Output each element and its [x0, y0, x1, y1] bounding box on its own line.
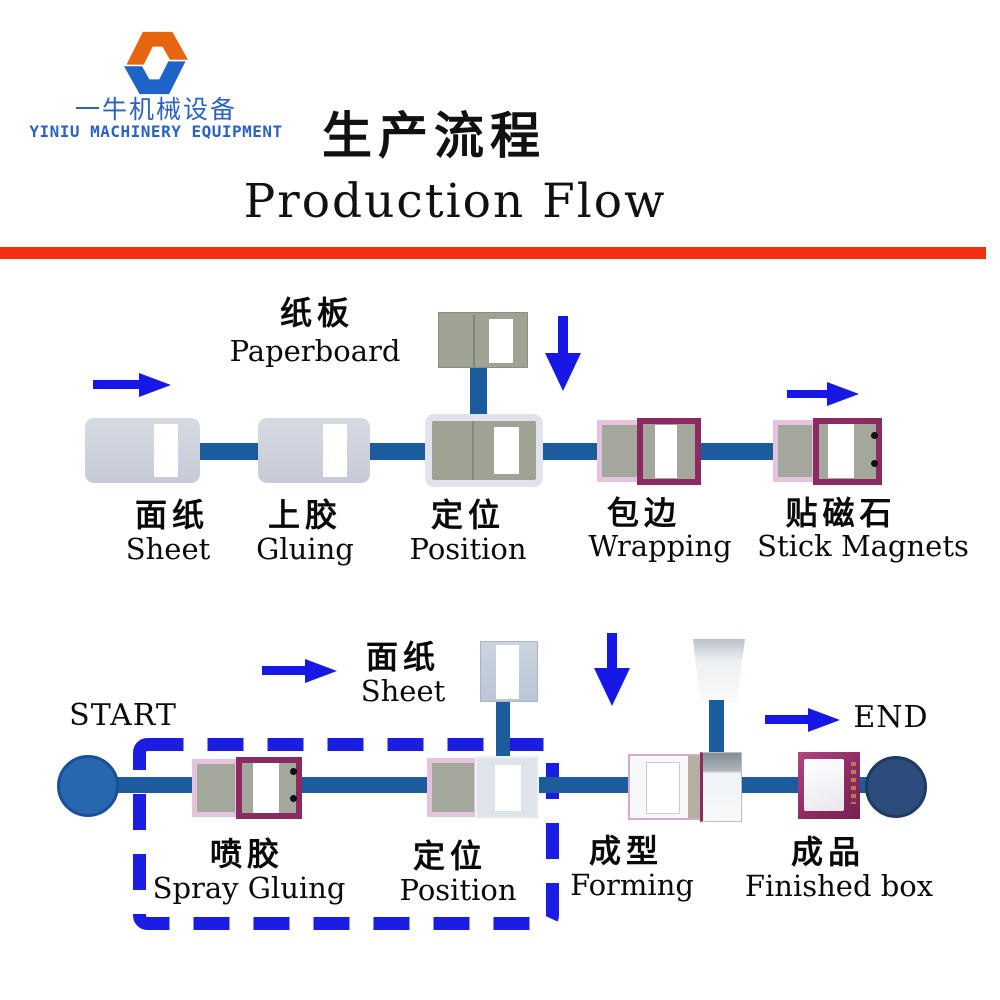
machine-wrapping: [597, 418, 701, 485]
header-divider-bar: [0, 247, 986, 259]
station-label-cn: 成品: [790, 833, 866, 871]
magnet-dot: [290, 768, 297, 775]
station-label-en: Sheet: [125, 532, 211, 566]
magnet-dot: [871, 432, 878, 439]
machine-sheet: [85, 418, 200, 483]
machine-window: [646, 762, 680, 814]
start-label: START: [69, 698, 177, 733]
machine-window: [154, 424, 178, 477]
machine-paperboard-feeder: [438, 312, 528, 368]
machine-seam: [473, 315, 475, 367]
machine-position-row2: [427, 756, 539, 819]
machine-window: [489, 319, 513, 363]
station-label-en: Position: [399, 873, 517, 907]
station-label-cn: 定位: [412, 837, 488, 875]
station-label-en: Position: [409, 532, 527, 566]
machine-pink-frame: [192, 759, 240, 817]
magnet-dot: [290, 795, 297, 802]
station-label-cn: 上胶: [267, 496, 343, 534]
feed-label-en-sheet: Sheet: [360, 674, 446, 708]
logo-company-name-en: YINIU MACHINERY EQUIPMENT: [29, 122, 283, 141]
machine-seam: [472, 421, 474, 480]
yiniu-logo-icon: [124, 31, 188, 95]
station-label-cn: 喷胶: [209, 835, 285, 873]
station-label-en: Spray Gluing: [152, 871, 346, 905]
station-label-en: Finished box: [744, 869, 934, 903]
machine-window: [495, 765, 521, 811]
station-label-cn: 定位: [430, 496, 506, 534]
machine-window: [253, 763, 279, 813]
machine-window: [494, 427, 519, 474]
machine-finished-box: [798, 752, 860, 819]
connector-paperboard-down: [470, 364, 487, 424]
station-label-cn: 成型: [588, 832, 664, 870]
machine-window: [655, 425, 677, 478]
page-title-en: Production Flow: [243, 174, 667, 229]
page-title-cn: 生产流程: [322, 106, 546, 165]
start-node: [57, 755, 119, 817]
forming-hopper: [693, 639, 745, 703]
connector-sheet-down: [496, 700, 510, 760]
machine-stick-magnets: [773, 418, 882, 485]
feed-label-cn-paperboard: 纸板: [279, 294, 355, 332]
machine-white-frame: [475, 756, 539, 819]
machine-spray-gluing: [192, 757, 302, 819]
machine-white-body: [628, 754, 702, 820]
station-label-cn: 面纸: [134, 496, 210, 534]
station-label-en: Forming: [570, 868, 694, 902]
finished-box-lid: [804, 759, 844, 811]
machine-forming: [628, 752, 742, 822]
feed-label-en-paperboard: Paperboard: [229, 334, 401, 368]
magnet-dot: [871, 460, 878, 467]
machine-window: [828, 424, 854, 478]
feed-label-cn-sheet: 面纸: [365, 638, 441, 676]
end-node: [865, 756, 927, 818]
connector-hopper-down: [709, 700, 724, 758]
station-label-en: Stick Magnets: [757, 529, 969, 563]
machine-window: [323, 424, 347, 477]
machine-window: [496, 645, 519, 699]
machine-sheet-feeder: [480, 641, 538, 702]
machine-side-panel: [688, 756, 700, 818]
end-label: END: [853, 700, 929, 735]
machine-gluing: [258, 418, 370, 483]
finished-box-print: [851, 762, 856, 804]
station-label-en: Gluing: [256, 532, 354, 566]
machine-maroon-frame: [236, 757, 302, 819]
logo-company-name-cn: 一牛机械设备: [74, 95, 238, 124]
machine-pink-frame: [597, 420, 643, 482]
machine-pink-frame: [427, 758, 479, 817]
station-label-cn: 包边: [606, 494, 682, 532]
open-box: [700, 752, 742, 822]
machine-maroon-frame: [813, 418, 882, 485]
station-label-cn: 贴磁石: [785, 494, 897, 532]
station-label-en: Wrapping: [588, 529, 732, 563]
process-group-dashed-border: [133, 738, 559, 930]
machine-position-row1: [425, 414, 543, 487]
machine-pink-frame: [773, 420, 817, 482]
machine-maroon-frame: [637, 418, 701, 485]
